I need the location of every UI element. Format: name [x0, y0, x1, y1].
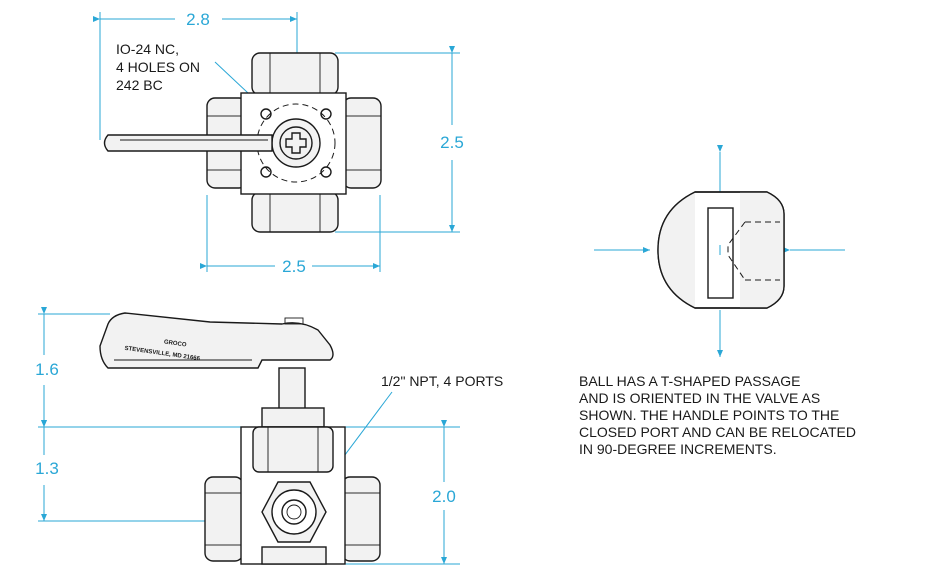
ball-note-line-4: CLOSED PORT AND CAN BE RELOCATED: [579, 424, 856, 440]
holes-note-line-1: IO-24 NC,: [116, 41, 179, 57]
handle-side-view: GROCO STEVENSVILLE, MD 21666: [99, 312, 334, 369]
ball-detail: [594, 145, 845, 357]
ball-note-line-2: AND IS ORIENTED IN THE VALVE AS: [579, 390, 820, 406]
body-height-dimension: 2.0: [432, 487, 456, 506]
ports-note: 1/2" NPT, 4 PORTS: [381, 373, 503, 389]
ball-note-line-5: IN 90-DEGREE INCREMENTS.: [579, 441, 777, 457]
valve-body-side-view: [204, 426, 381, 565]
holes-note-line-3: 242 BC: [116, 77, 163, 93]
bottom-width-dimension: 2.5: [282, 257, 306, 276]
top-view: 2.8 2.5 2.5 IO-24 NC, 4 HOLES ON 242 BC: [93, 10, 464, 276]
holes-note-line-2: 4 HOLES ON: [116, 59, 200, 75]
side-view: 1.6 1.3 2.0 1/2" NPT, 4 PORTS GROCO STEV…: [35, 307, 503, 565]
upper-height-dimension: 1.6: [35, 360, 59, 379]
top-width-dimension: 2.8: [186, 10, 210, 29]
lower-height-dimension: 1.3: [35, 459, 59, 478]
ball-note-line-3: SHOWN. THE HANDLE POINTS TO THE: [579, 407, 839, 423]
height-dimension: 2.5: [440, 133, 464, 152]
ball-note-line-1: BALL HAS A T-SHAPED PASSAGE: [579, 373, 801, 389]
handle-top-view: [103, 134, 273, 152]
handle-brand-text: GROCO: [163, 339, 187, 348]
